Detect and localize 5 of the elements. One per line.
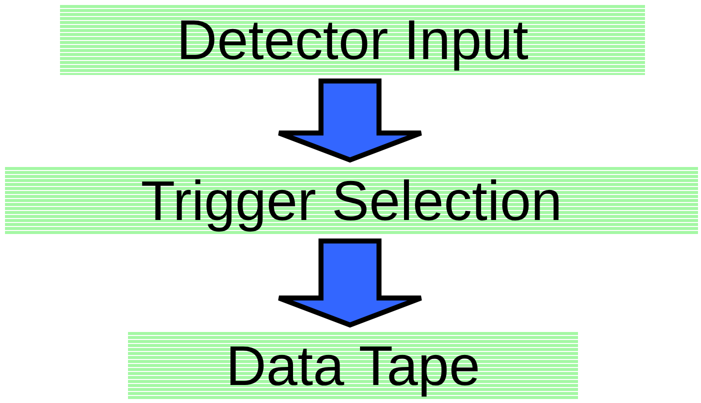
striped-band	[60, 5, 645, 75]
striped-band	[5, 167, 698, 235]
striped-band	[128, 332, 578, 400]
block-arrow	[276, 238, 424, 328]
block-arrow	[276, 78, 424, 163]
